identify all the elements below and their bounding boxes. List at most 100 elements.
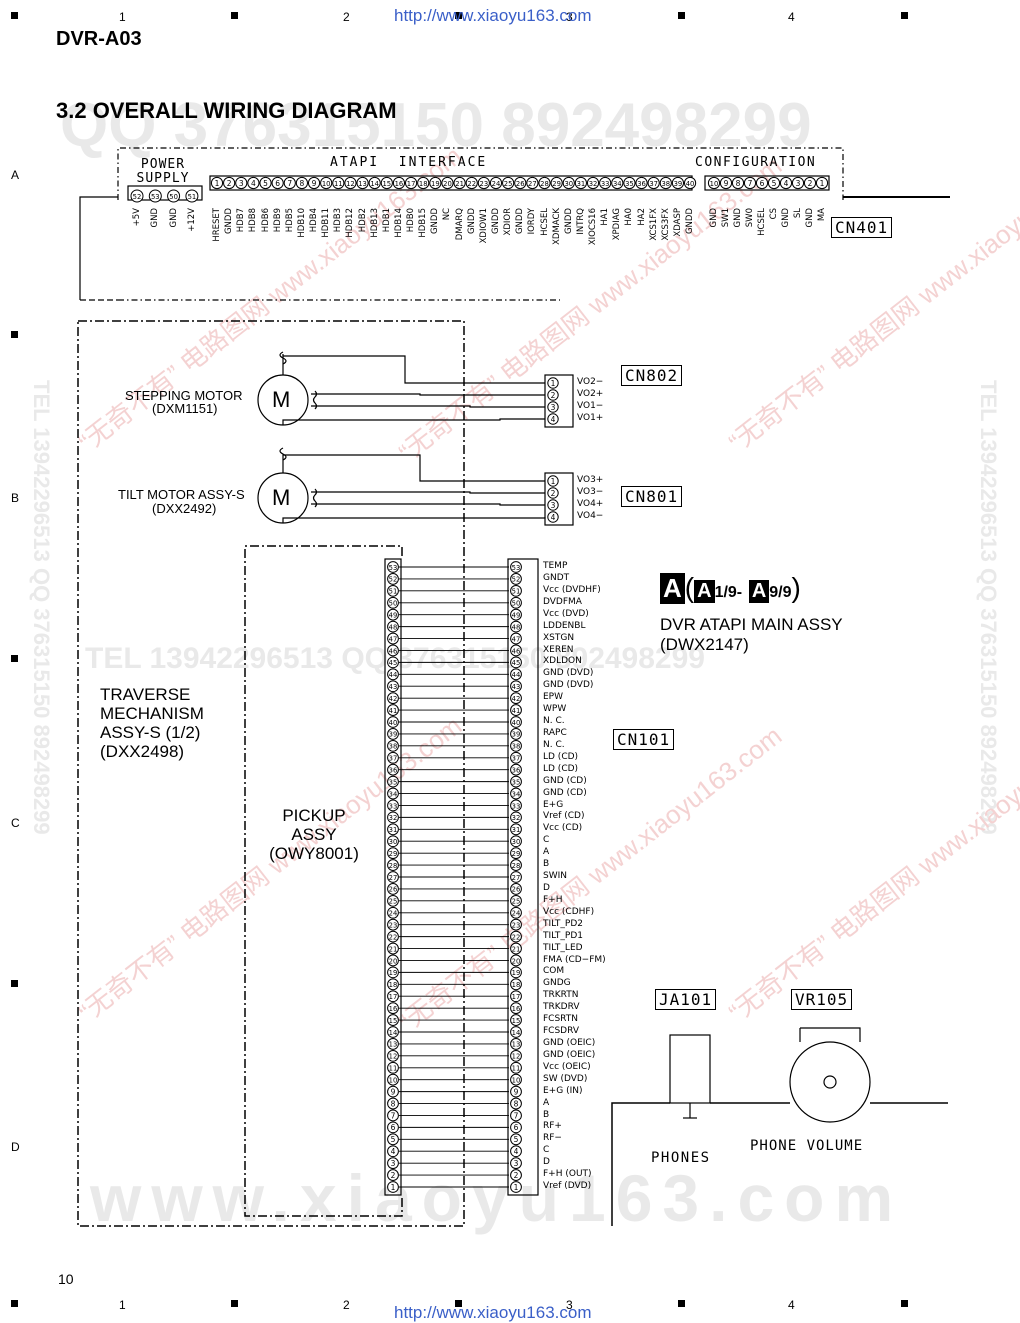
cn802-signal: VO1− [577,401,604,411]
cn101-pin-number: 14 [512,1029,521,1037]
cn401-atapi-pin [283,176,296,190]
model-name: DVR-A03 [56,28,142,50]
grid-col-1-bottom: 1 [119,1298,126,1312]
cn101-pin-number: 27 [512,874,521,882]
cn401-atapi-pin [259,176,272,190]
cn401-config-pin [803,176,817,190]
cn401-atapi-pin-number: 11 [334,180,343,188]
cn401-config-pin [719,176,733,190]
cn101-pin-number: 36 [512,766,521,774]
cn401-config-signal: SL [793,208,803,219]
pickup-pin [387,1049,399,1062]
cn101-pin-number: 47 [512,635,521,643]
cn101-signal: Vcc (CDHF) [543,906,595,917]
cn401-config-pin-number: 5 [772,179,777,188]
cn401-atapi-pin-number: 38 [661,180,670,188]
cn401-power-pin [167,189,181,203]
cn101-pin-number: 20 [512,957,521,965]
cn401-atapi-signal: GNDD [515,208,526,235]
cn101-pin-number: 51 [512,588,521,596]
cn101-pin [510,954,522,967]
cn101-pin-number: 19 [512,969,521,977]
cn101-pin [510,775,522,788]
cn101-signal: F+H (OUT) [543,1169,592,1180]
cn401-atapi-pin-number: 35 [625,180,634,188]
cn101-pin [510,1145,522,1158]
cn401-atapi-signal: XCS3FX [660,208,671,241]
cn401-atapi-pin [247,176,260,190]
cn101-signal: RF− [543,1133,562,1144]
cn101-signal: D [543,882,550,893]
pickup-pin-number: 52 [389,576,398,584]
cn401-atapi-pin [489,176,503,190]
source-url-top[interactable]: http://www.xiaoyu163.com [394,6,592,25]
watermark-tel-left: TEL 13942296513 QQ 376315150 892498299 [29,380,54,835]
cn101-pin-number: 16 [512,1005,521,1013]
cn401-atapi-signal: HDB1 [381,208,392,233]
grid-mark [678,1300,685,1307]
cn401-config-block [704,175,830,191]
pickup-pin [387,775,399,788]
cn401-atapi-pin [344,176,357,190]
cn101-signal: Vcc (CD) [543,823,583,834]
pickup-pin-number: 2 [391,1171,396,1180]
cn401-atapi-signal: XPDIAG [612,208,623,241]
cn101-signal: F+H [543,894,563,905]
cn101-pin [510,1038,522,1050]
main-assy-name: DVR ATAPI MAIN ASSY [660,615,843,634]
cn101-pin [510,1049,522,1062]
traverse-line-2: MECHANISM [100,704,204,723]
stepping-motor-name: STEPPING MOTOR [125,388,243,403]
pickup-line-3: (OWY8001) [269,844,359,863]
cn101-pin [510,1014,522,1026]
main-assy-badge-small-2: A [748,580,770,603]
source-url-bottom[interactable]: http://www.xiaoyu163.com [394,1303,592,1322]
cn101-pin-number: 22 [512,933,521,941]
cn401-atapi-pin-number: 6 [275,179,280,188]
pickup-pin [387,883,399,895]
grid-col-4: 4 [788,10,795,24]
cn101-label: CN101 [613,729,675,750]
cn401-atapi-signal: GNDD [490,208,501,235]
cn802-pin [547,377,559,389]
cn101-pin [510,620,522,633]
cn401-config-signal: GND [781,208,791,228]
cn101-signal: GND (DVD) [543,668,594,679]
cn101-pin [510,704,522,716]
grid-row-a: A [11,168,20,182]
cn101-signal: D [543,1157,550,1168]
cn401-atapi-signal: HDB4 [309,208,320,233]
cn101-pin [510,751,522,764]
pickup-pin-number: 12 [389,1053,398,1061]
cn101-pin-number: 38 [512,743,521,751]
cn101-signal: C [543,835,550,846]
cn101-pin [510,906,522,919]
pickup-pin [387,1038,399,1050]
cn401-atapi-pin [453,176,466,190]
cn401-config-pin [743,176,757,190]
cn101-pin-number: 29 [512,850,521,858]
cn401-atapi-pin-number: 26 [516,180,525,188]
cn101-pin-number: 1 [514,1183,519,1192]
pickup-label: PICKUP ASSY (OWY8001) [262,806,366,863]
cn401-atapi-pin [392,176,406,190]
cn101-pin-number: 5 [514,1135,519,1144]
cn802-body [544,374,574,428]
cn401-atapi-pin-number: 9 [312,179,317,188]
cn401-atapi-pin [599,176,612,190]
cn101-pin-number: 35 [512,778,521,786]
cn101-signal: Vref (CD) [543,811,585,822]
cn801-pin [547,499,559,511]
cn101-pin [510,763,522,776]
pickup-pin-number: 22 [389,933,398,941]
cn401-atapi-signal: HDB11 [321,208,332,238]
cn401-atapi-signal: HA0 [624,208,635,226]
pickup-pin [387,942,399,955]
vr105-knob-outer [789,1041,871,1123]
cn401-power-signal: +5V [132,208,142,227]
cn101-signal: XSTGN [543,632,575,643]
cn401-atapi-pin-number: 20 [443,180,452,188]
cn401-atapi-pin [356,176,369,190]
cn101-signal: XEREN [543,644,574,655]
